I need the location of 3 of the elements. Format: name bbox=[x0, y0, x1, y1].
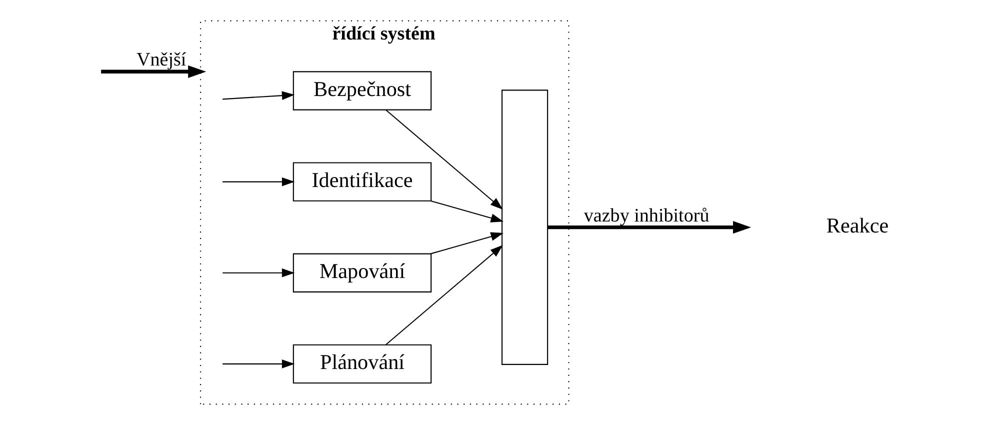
edge-label: Vnější bbox=[136, 50, 186, 71]
label: Reakce bbox=[826, 214, 889, 238]
edge-label: vazby inhibitorů bbox=[584, 205, 710, 226]
